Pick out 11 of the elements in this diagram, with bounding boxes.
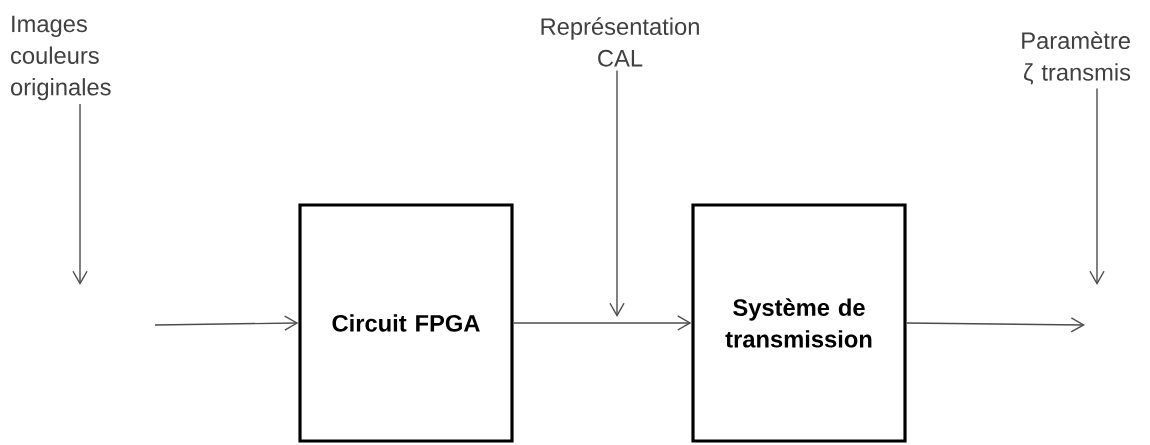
arrow [609,69,625,317]
text-label: Représentation CAL [541,17,699,67]
arrow [905,317,1085,333]
text-label: Paramètre ζ transmis [1022,31,1131,85]
arrow [512,315,692,331]
arrow [154,315,299,331]
process-box: Système de transmission [691,203,907,443]
text-label: Images couleurs originales [11,15,111,101]
process-box: Circuit FPGA [298,203,514,443]
arrow [1089,87,1105,285]
arrow [72,103,88,285]
